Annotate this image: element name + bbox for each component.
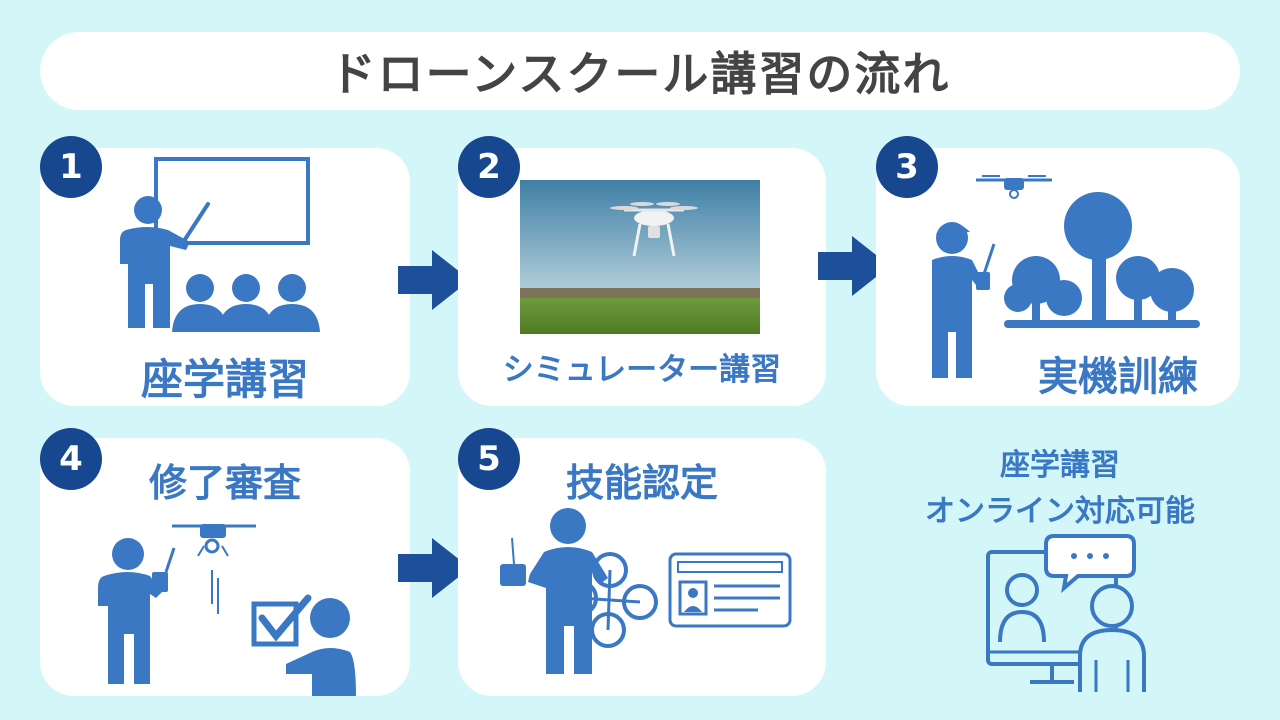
step-card-5: 技能認定 — [458, 438, 826, 696]
step-label-1: 座学講習 — [140, 355, 309, 404]
drone-over-field-photo — [520, 180, 760, 334]
online-meeting-icon — [986, 534, 1146, 692]
arrow-right-icon — [398, 538, 470, 598]
step-number-3: 3 — [876, 136, 938, 198]
step-number-5: 5 — [458, 428, 520, 490]
step-label-2: シミュレーター講習 — [502, 352, 782, 388]
step-label-3: 実機訓練 — [1038, 354, 1198, 400]
online-note-line-1: 座学講習 — [1000, 448, 1120, 483]
step-label-4: 修了審査 — [148, 461, 301, 505]
pilot-exam-check-icon — [98, 524, 356, 696]
pilot-drone-trees-icon — [932, 175, 1200, 378]
step-number-2: 2 — [458, 136, 520, 198]
step-card-1: 座学講習 — [40, 148, 410, 406]
step-label-5: 技能認定 — [565, 461, 718, 505]
arrow-right-icon — [818, 236, 890, 296]
step-card-3: 実機訓練 — [876, 148, 1240, 406]
title-bar: ドローンスクール講習の流れ — [40, 32, 1240, 110]
step-number-4: 4 — [40, 428, 102, 490]
step-card-4: 修了審査 — [40, 438, 410, 696]
pilot-license-card-icon — [500, 508, 792, 674]
step-card-2: シミュレーター講習 — [458, 148, 826, 406]
online-note-line-2: オンライン対応可能 — [925, 494, 1195, 529]
step-number-1: 1 — [40, 136, 102, 198]
page-title: ドローンスクール講習の流れ — [329, 47, 951, 101]
arrow-right-icon — [398, 250, 470, 310]
lecture-teacher-icon — [120, 157, 320, 332]
